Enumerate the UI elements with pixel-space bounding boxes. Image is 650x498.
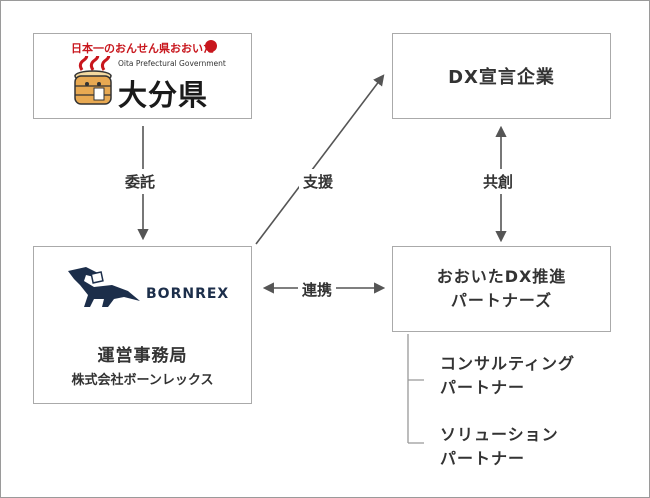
bornrex-logo-text: BORNREX: [146, 286, 230, 302]
dx-company-label: DX宣言企業: [448, 67, 555, 88]
partners-line2: パートナーズ: [450, 291, 553, 310]
solution-partner-line2: パートナー: [440, 449, 526, 468]
partners-line1: おおいたDX推進: [436, 267, 567, 286]
oita-gov-en: Oita Prefectural Government: [118, 59, 226, 68]
dx-company-box: DX宣言企業: [392, 33, 611, 119]
consulting-partner-line1: コンサルティング: [440, 354, 576, 373]
secretariat-title: 運営事務局: [97, 346, 188, 366]
commission-label: 委託: [121, 169, 160, 194]
partner-bracket: [407, 334, 424, 444]
oita-tagline: 日本一のおんせん県おおいた: [71, 42, 214, 55]
support-arrow: [255, 74, 385, 245]
secretariat-box: BORNREX 運営事務局 株式会社ボーンレックス: [33, 246, 252, 404]
partners-box: おおいたDX推進 パートナーズ: [392, 246, 611, 332]
solution-partner-line1: ソリューション: [440, 425, 559, 444]
onsen-character-icon: [74, 56, 112, 105]
solution-partner: ソリューション パートナー: [440, 423, 559, 471]
cocreation-label: 共創: [479, 169, 518, 194]
oita-name: 大分県: [118, 78, 209, 112]
consulting-partner-line2: パートナー: [440, 378, 526, 397]
secretariat-company: 株式会社ボーンレックス: [71, 373, 214, 388]
onsen-icon: [205, 40, 217, 52]
support-label: 支援: [299, 169, 338, 194]
consulting-partner: コンサルティング パートナー: [440, 352, 575, 400]
oita-prefecture-box: 日本一のおんせん県おおいた Oita Prefectural Governmen…: [33, 33, 252, 119]
cooperation-label: 連携: [298, 277, 337, 302]
bornrex-dino-icon: [68, 267, 140, 307]
